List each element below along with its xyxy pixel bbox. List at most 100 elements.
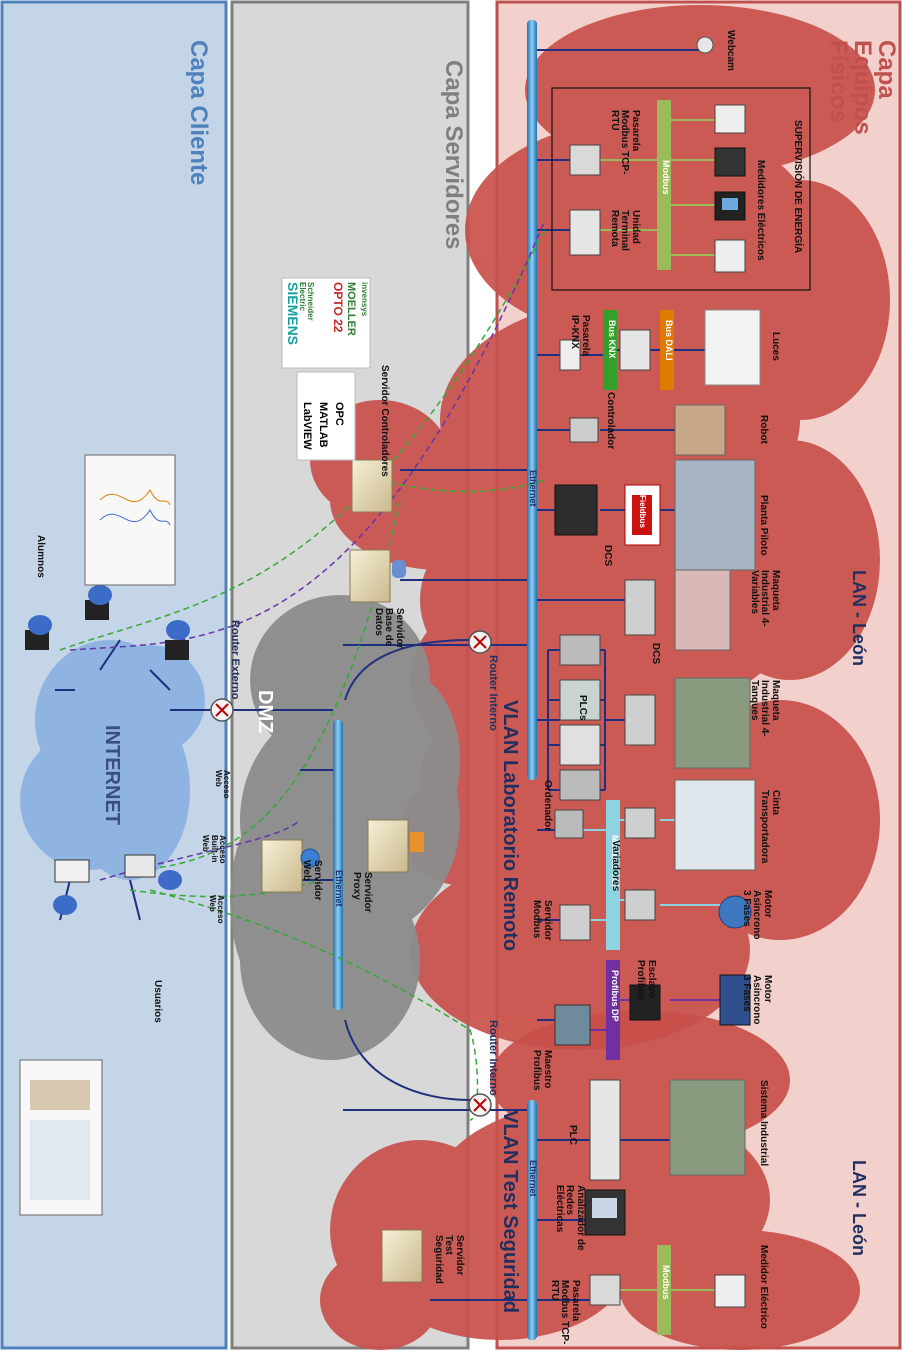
students-label: Alumnos	[35, 535, 46, 578]
plc-4-icon	[559, 769, 601, 801]
student-2-icon	[85, 585, 112, 620]
router-internal-1-label: Router Interno	[487, 655, 499, 731]
test-plc-icon	[589, 1079, 621, 1181]
drive-2-icon	[624, 889, 656, 921]
modbus-bus-test	[657, 1245, 671, 1335]
gateway-modbus-label: Pasarela Modbus TCP-RTU	[609, 110, 641, 175]
physical-layer-title: Capa Equipos Físicos	[825, 40, 900, 135]
motor-2-label: Motor Asíncrono 3 Fases	[741, 975, 773, 1025]
meter-1-icon	[714, 104, 746, 134]
test-server-icon	[381, 1229, 423, 1283]
router-internal-1-icon	[468, 630, 492, 654]
test-gateway-label: Pasarela Modbus TCP-RTU	[549, 1280, 581, 1345]
pilot-plant-label: Planta Piloto	[758, 495, 769, 556]
vendor-opto22: OPTO 22	[331, 282, 345, 333]
vlan-lab-label: VLAN Laboratorio Remoto	[499, 700, 521, 952]
plc-1-icon	[559, 634, 601, 666]
webcam-label: Webcam	[725, 30, 736, 71]
proxy-server-icon	[367, 819, 424, 873]
test-meter-icon	[714, 1274, 746, 1308]
ethernet-lab-label: Ethernet	[528, 470, 538, 507]
rtu-label: Unidad Terminal Remota	[609, 210, 641, 251]
webcam-icon	[696, 36, 714, 54]
fieldbus-label: Fieldbus	[638, 495, 647, 528]
energy-supervision-label: SUPERVISIÓN DE ENERGÍA	[792, 120, 803, 254]
robot-label: Robot	[758, 415, 769, 444]
client-layer-title: Capa Cliente	[185, 40, 212, 186]
students-web-screenshot	[84, 454, 176, 586]
meters-label: Medidores Eléctricos	[755, 160, 766, 261]
gateway-modbus-icon	[569, 144, 601, 176]
modbus-test-label: Modbus	[661, 1265, 671, 1300]
user-tablet-icon	[53, 859, 90, 915]
model-4var-photo	[674, 569, 731, 651]
pilot-plant-photo	[674, 459, 756, 571]
builtin-access-label: Acceso Built-in Web	[201, 835, 227, 864]
rtu-icon	[569, 209, 601, 256]
users-label: Usuarios	[152, 980, 163, 1023]
bus-dali	[660, 310, 674, 390]
plc-2-icon	[559, 679, 601, 721]
router-external-label: Router Externo	[229, 620, 241, 700]
conveyor-photo	[674, 779, 756, 871]
gateway-knx-label: Pasarela IP-KNX	[569, 315, 592, 357]
modbus-tcp-bus	[606, 800, 620, 950]
motor-2-icon	[719, 974, 751, 1026]
bus-knx-label: Bus KNX	[607, 320, 617, 359]
plc-3-icon	[559, 724, 601, 766]
ethernet-bus-test	[527, 1100, 537, 1340]
lan-leon-2-label: LAN - León	[849, 1160, 869, 1256]
software-labview: LabVIEW	[301, 402, 313, 450]
profibus-master-label: Maestro Profibus	[531, 1050, 554, 1091]
dcs-2-label: DCS	[650, 643, 661, 665]
vendor-moeller: MOELLER	[345, 282, 357, 336]
software-logos-box	[296, 371, 356, 461]
motor-1-icon	[718, 895, 752, 929]
motor-1-label: Motor Asíncrono 3 Fases	[741, 890, 773, 940]
db-server-label: Servidor Base de Datos	[373, 608, 405, 649]
dcs-2-icon	[624, 579, 656, 636]
internet-cloud	[20, 640, 205, 880]
modbus-server-label: Servidor Modbus	[531, 900, 554, 941]
energy-supervision-box	[551, 87, 811, 291]
web-server-icon	[261, 839, 320, 893]
test-gateway-icon	[589, 1274, 621, 1306]
fieldbus-logo	[624, 484, 661, 546]
modbus-energy-label: Modbus	[661, 160, 671, 195]
controllers-server-label: Servidor Controladores	[379, 365, 390, 477]
meter-3-icon	[714, 191, 746, 221]
test-meter-label: Medidor Eléctrico	[758, 1245, 769, 1329]
drives-label: Variadores	[610, 840, 621, 892]
db-server-icon	[349, 549, 406, 603]
software-opc: OPC	[333, 402, 345, 426]
analyzer-label: Analizador de Redes Eléctricas	[554, 1185, 586, 1251]
web-access-1-label: Acceso Web	[213, 770, 231, 799]
user-laptop-icon	[124, 854, 182, 890]
knx-device-icon	[619, 329, 651, 371]
student-3-icon	[165, 620, 190, 660]
dcs-1-label: DCS	[602, 545, 613, 567]
meter-2-icon	[714, 147, 746, 177]
lights-label: Luces	[770, 332, 781, 361]
gateway-knx-icon	[559, 339, 581, 371]
robot-photo	[674, 404, 726, 456]
model-4tanq-label: Maqueta Industrial 4-Tanques	[749, 680, 781, 737]
vlan-test-label: VLAN Test Seguridad	[499, 1110, 521, 1313]
model-4tanq-photo	[674, 677, 751, 769]
profibus-dp-bus	[606, 960, 620, 1060]
meter-4-icon	[714, 239, 746, 273]
computer-icon	[554, 809, 584, 839]
plcs-label: PLCs	[577, 695, 588, 721]
lan-leon-1-label: LAN - León	[849, 570, 869, 666]
student-1-icon	[25, 615, 52, 650]
network-analyzer-icon	[584, 1189, 626, 1236]
test-industrial-label: Sistema Industrial	[758, 1080, 769, 1167]
lights-icon	[704, 309, 761, 386]
conveyor-label: Cinta Transportadora	[759, 790, 782, 864]
ethernet-bus-dmz	[333, 720, 343, 1010]
ethernet-test-label: Ethernet	[528, 1160, 538, 1197]
ethernet-dmz-label: Ethernet	[334, 870, 344, 907]
profibus-slave-label: Esclavo Profibus	[635, 960, 658, 1001]
